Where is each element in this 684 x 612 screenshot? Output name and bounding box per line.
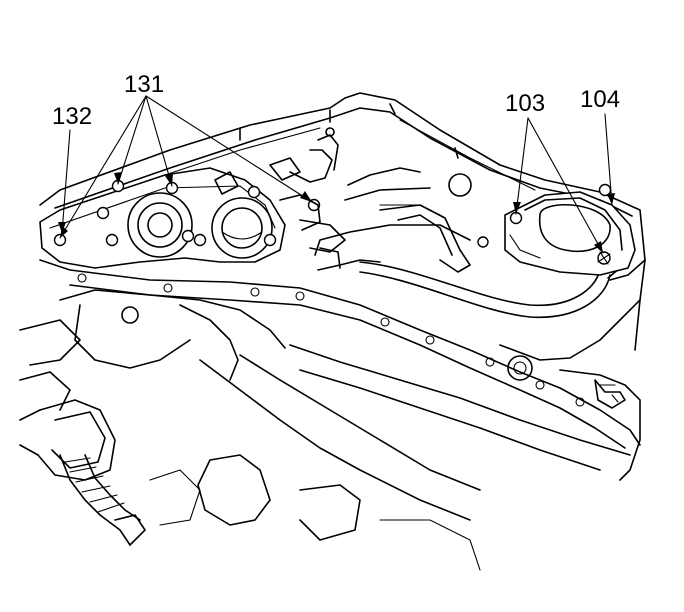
- arrowhead-104: [607, 193, 615, 205]
- callout-103: 103: [505, 90, 545, 117]
- arrowhead-131-b: [114, 172, 122, 184]
- arrowhead-103-a: [513, 202, 521, 214]
- leader-lines: [58, 95, 615, 254]
- arrowhead-131-a: [60, 226, 68, 238]
- callout-132: 132: [52, 103, 92, 130]
- leader-131-b: [117, 95, 147, 185]
- callout-104: 104: [580, 86, 620, 113]
- leader-131-d: [145, 95, 313, 203]
- leader-103-a: [515, 117, 529, 215]
- accumulator-housing: [477, 183, 636, 276]
- leader-131-c: [145, 95, 173, 187]
- leader-132: [61, 129, 71, 234]
- gasket-flange: [39, 259, 641, 449]
- valve-body: [214, 127, 472, 253]
- callout-131: 131: [124, 71, 164, 98]
- arrowhead-103-b: [594, 241, 603, 253]
- arrowhead-131-d: [300, 191, 312, 202]
- side-cover-132: [39, 167, 321, 269]
- leader-131-a: [59, 95, 147, 239]
- output-shaft: [19, 399, 146, 546]
- case-outline: [39, 92, 646, 481]
- leader-104: [604, 113, 613, 206]
- lower-structure: [19, 289, 631, 571]
- arrowhead-131-c: [165, 173, 173, 186]
- leader-103-b: [527, 117, 604, 254]
